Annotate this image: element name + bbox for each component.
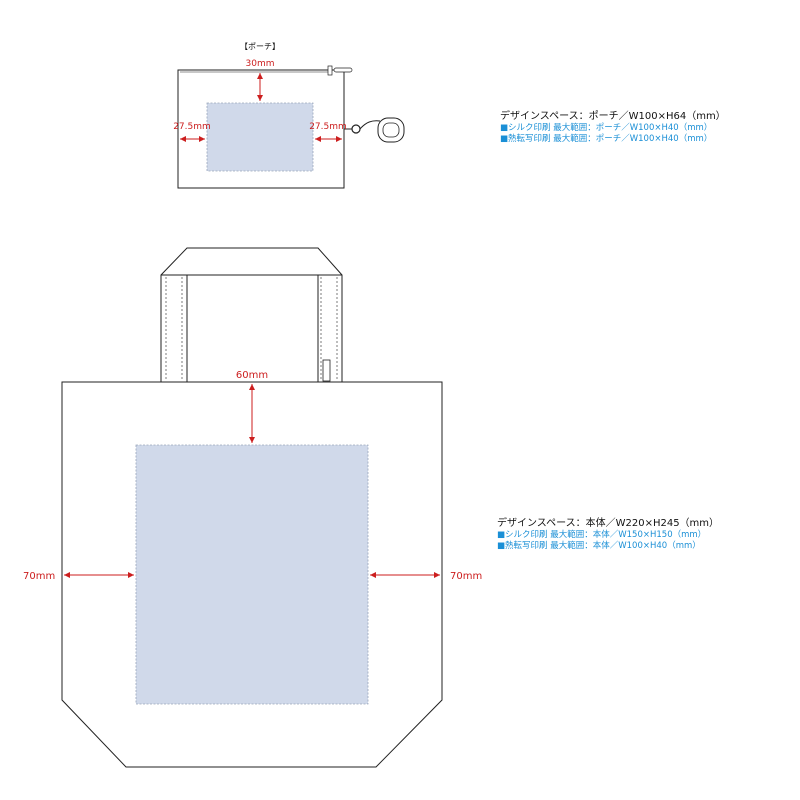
pouch-dimension-top: 30mm bbox=[246, 59, 275, 101]
pouch-dimension-right: 27.5mm bbox=[309, 122, 347, 142]
tote-handles bbox=[160, 247, 343, 383]
pouch-print-area bbox=[206, 102, 314, 172]
svg-text:70mm: 70mm bbox=[23, 571, 55, 582]
svg-text:70mm: 70mm bbox=[450, 571, 482, 582]
pouch-spec-heat-transfer: ■熱転写印刷 最大範囲：ポーチ／W100×H40（mm） bbox=[500, 134, 713, 144]
tote-dimension-right: 70mm bbox=[370, 571, 482, 582]
pouch-label: 【ポーチ】 bbox=[240, 42, 280, 51]
svg-text:60mm: 60mm bbox=[236, 370, 268, 381]
svg-text:27.5mm: 27.5mm bbox=[309, 122, 347, 132]
body-spec-silk: ■シルク印刷 最大範囲：本体／W150×H150（mm） bbox=[497, 530, 707, 540]
body-spec-title: デザインスペース：本体／W220×H245（mm） bbox=[497, 518, 720, 529]
carabiner-clip-icon bbox=[344, 117, 405, 143]
pouch-spec-title: デザインスペース：ポーチ／W100×H64（mm） bbox=[500, 111, 726, 122]
body-spec-heat-transfer: ■熱転写印刷 最大範囲：本体／W100×H40（mm） bbox=[497, 541, 701, 551]
tote-dimension-left: 70mm bbox=[23, 571, 134, 582]
tote-tag-icon bbox=[322, 359, 331, 382]
tote-dimension-top: 60mm bbox=[236, 370, 268, 443]
svg-text:30mm: 30mm bbox=[246, 59, 275, 69]
pouch-spec-block: デザインスペース：ポーチ／W100×H64（mm） ■シルク印刷 最大範囲：ポー… bbox=[500, 110, 726, 145]
tote-print-area bbox=[135, 444, 369, 705]
body-spec-block: デザインスペース：本体／W220×H245（mm） ■シルク印刷 最大範囲：本体… bbox=[497, 517, 719, 552]
pouch-dimension-left: 27.5mm bbox=[173, 122, 211, 142]
svg-text:27.5mm: 27.5mm bbox=[173, 122, 211, 132]
pouch-spec-silk: ■シルク印刷 最大範囲：ポーチ／W100×H40（mm） bbox=[500, 123, 713, 133]
zipper-pull-icon bbox=[327, 65, 353, 76]
